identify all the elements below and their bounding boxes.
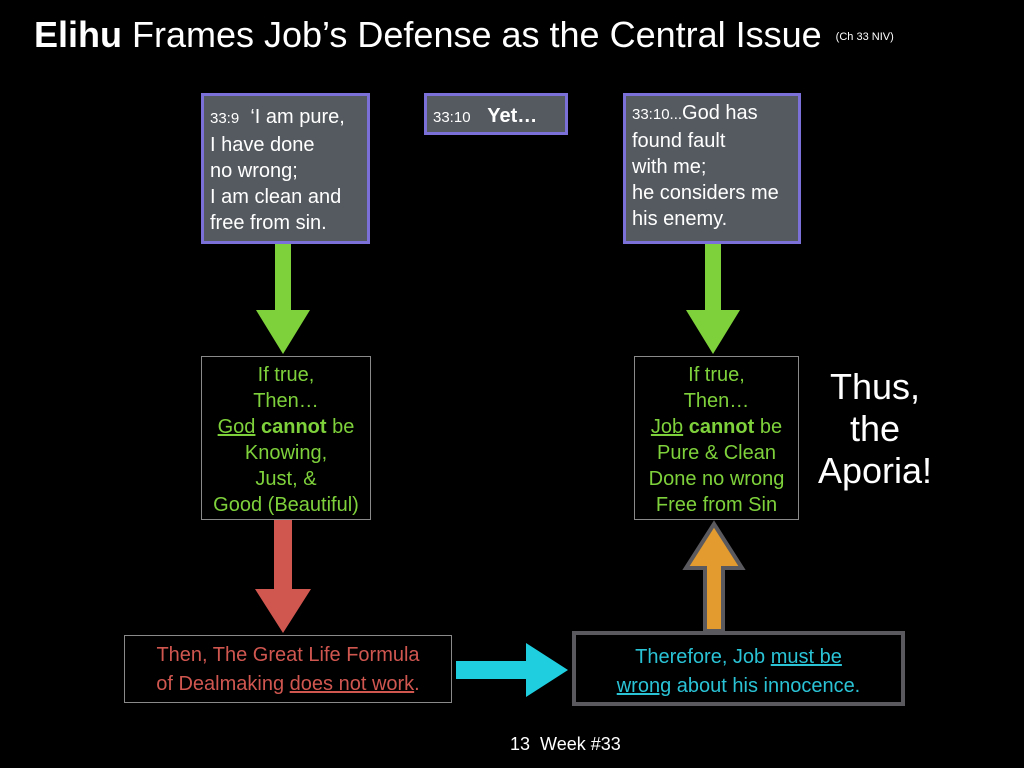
if-true-job-box: If true, Then… Job cannot be Pure & Clea… (634, 356, 799, 520)
green-down-arrow-right (686, 244, 740, 354)
orange-up-arrow (682, 520, 746, 633)
verse-line: he considers me (632, 182, 779, 204)
if-line: If true, (257, 364, 315, 386)
verse-line: I have done (210, 134, 315, 156)
red-down-arrow (255, 519, 311, 633)
cannot-text: cannot (261, 416, 327, 438)
cannot-text: cannot (688, 416, 755, 438)
verse-box-33-9: 33:9 ‘I am pure, I have done no wrong; I… (201, 93, 370, 244)
then-line: Then… (253, 390, 319, 412)
verse-box-33-10: 33:10...God has found fault with me; he … (623, 93, 801, 244)
aporia-text: Thus, the Aporia! (810, 366, 940, 492)
verse-line: ‘I am pure, (250, 106, 345, 128)
conclusion-line-2: about his innocence. (671, 675, 861, 697)
formula-fails-box: Then, The Great Life Formula of Dealmaki… (124, 635, 452, 703)
aporia-line: Aporia! (817, 450, 933, 491)
aporia-line: the (849, 408, 901, 449)
attribute-line: Knowing, (244, 442, 328, 464)
page-number: 13 (510, 734, 531, 754)
subject-god: God (217, 416, 256, 438)
must-be-text: must be (770, 646, 842, 668)
period: . (414, 673, 420, 695)
verse-ref: 33:10... (632, 106, 683, 123)
verse-ref: 33:10 (433, 109, 471, 126)
if-true-god-box: If true, Then… God cannot be Knowing, Ju… (201, 356, 371, 520)
subject-job: Job (650, 416, 684, 438)
verse-line: with me; (632, 156, 707, 178)
title-rest: Frames Job’s Defense as the Central Issu… (122, 14, 822, 55)
be-text: be (332, 416, 355, 438)
verse-ref: 33:9 (210, 110, 240, 127)
verse-box-yet: 33:10 Yet… (424, 93, 568, 135)
be-text: be (759, 416, 783, 438)
then-line: Then… (683, 390, 750, 412)
verse-line: found fault (632, 130, 726, 152)
attribute-line: Good (Beautiful) (213, 494, 359, 516)
verse-line: God has (682, 102, 758, 124)
attribute-line: Free from Sin (655, 494, 778, 516)
verse-line: no wrong; (210, 160, 298, 182)
week-label: Week #33 (540, 734, 621, 754)
formula-line-2: of Dealmaking (156, 673, 290, 695)
attribute-line: Pure & Clean (657, 442, 776, 464)
verse-line: his enemy. (632, 208, 728, 230)
if-line: If true, (688, 364, 745, 386)
aporia-line: Thus, (829, 366, 921, 407)
verse-line: free from sin. (210, 212, 327, 234)
wrong-text: wrong (616, 675, 672, 697)
conclusion-box: Therefore, Job must be wrong about his i… (572, 631, 905, 706)
attribute-line: Done no wrong (648, 468, 785, 490)
cyan-right-arrow (456, 643, 568, 697)
title-note: (Ch 33 NIV) (835, 31, 894, 44)
green-down-arrow-left (256, 244, 310, 354)
does-not-work-text: does not work (289, 673, 415, 695)
verse-line: I am clean and (210, 186, 342, 208)
attribute-line: Just, & (255, 468, 317, 490)
yet-text: Yet… (487, 105, 538, 127)
formula-line-1: Then, The Great Life Formula (156, 644, 420, 666)
title-bold: Elihu (34, 14, 122, 55)
slide-title: Elihu Frames Job’s Defense as the Centra… (34, 14, 894, 56)
conclusion-line-1: Therefore, Job (635, 646, 771, 668)
slide-footer: 13 Week #33 (510, 734, 621, 755)
